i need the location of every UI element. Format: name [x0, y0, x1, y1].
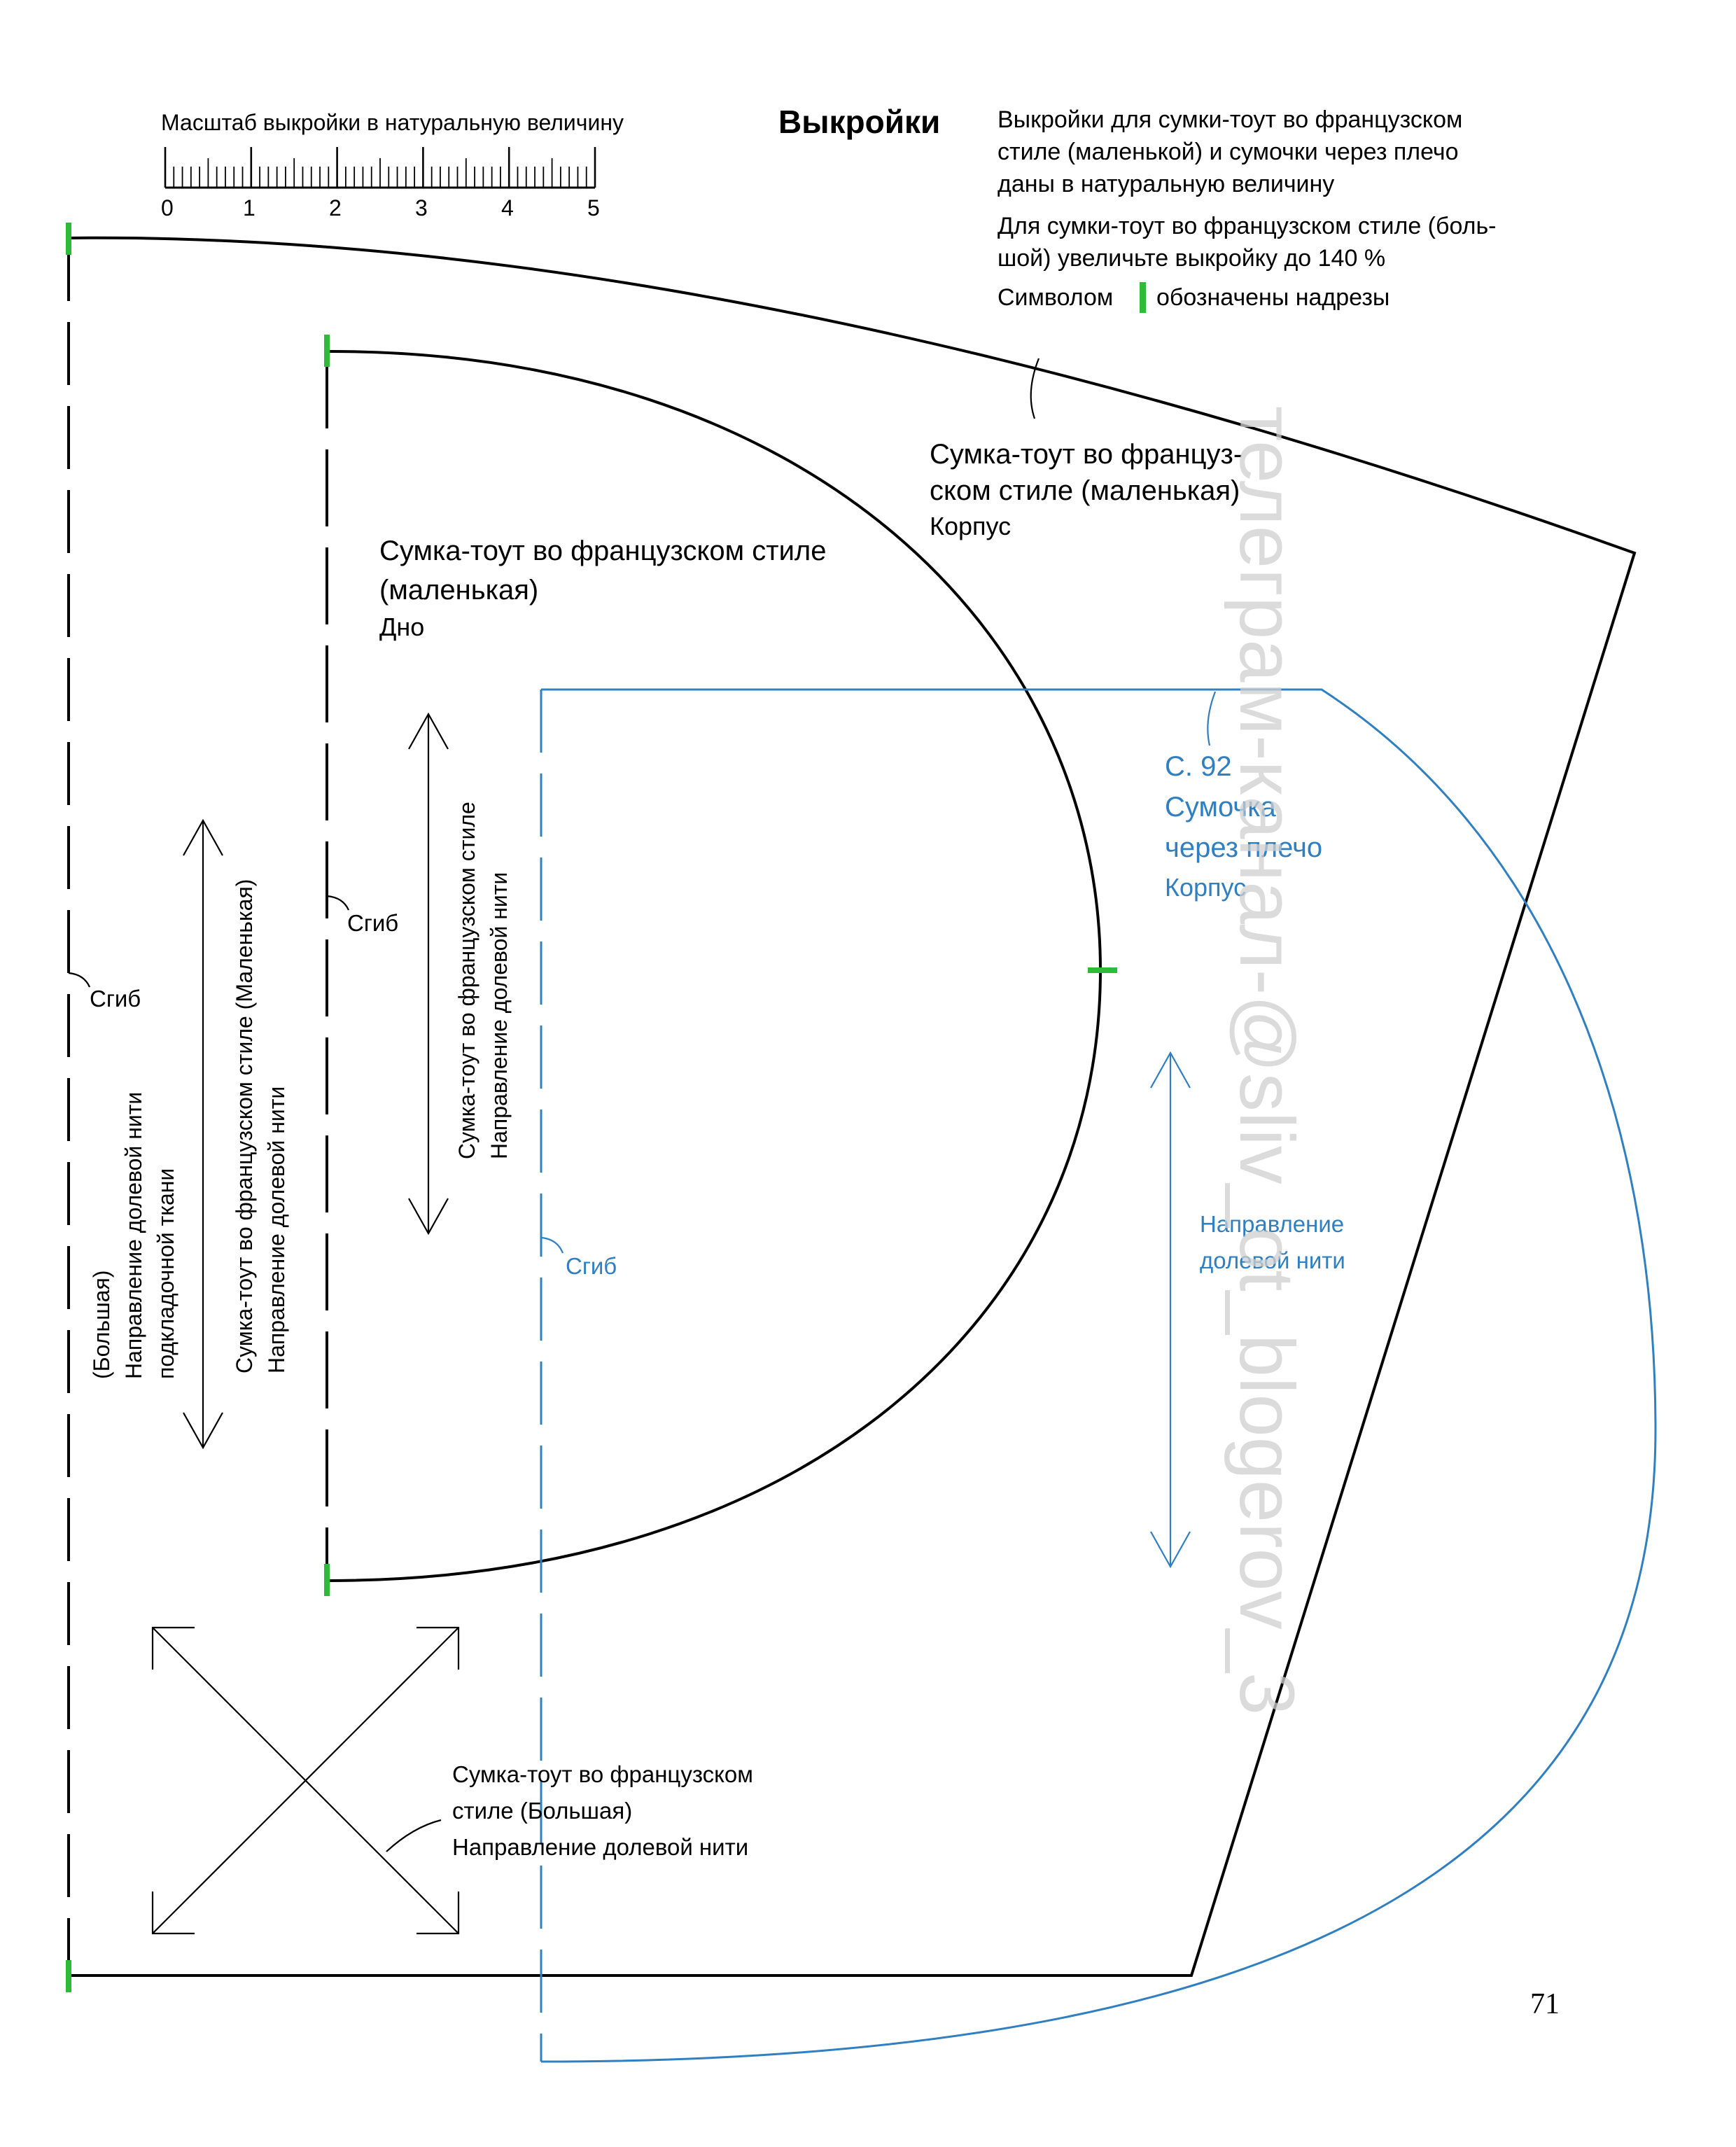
- leader-blue-body: [1207, 691, 1217, 746]
- blue-part: Корпус: [1165, 873, 1246, 902]
- blue-label-2: через плечо: [1165, 832, 1322, 863]
- diag-label-3: Направление долевой нити: [452, 1834, 748, 1860]
- fold-label-blue: Сгиб: [566, 1253, 617, 1279]
- page-number: 71: [1530, 1988, 1560, 2020]
- bottom-part: Дно: [379, 613, 424, 641]
- info-line-2: стиле (маленькой) и сумочки через плечо: [997, 139, 1459, 165]
- info-text: Выкройки для сумки-тоут во французском с…: [997, 106, 1497, 313]
- leader-fold-bottom: [326, 895, 350, 911]
- blue-page-ref: С. 92: [1165, 751, 1232, 782]
- fold-label-outer: Сгиб: [90, 986, 141, 1012]
- grain-arrow-diagonal: [151, 1626, 460, 1935]
- small-body-label-1: Сумка-тоут во француз-: [930, 439, 1242, 470]
- small-body-outline: [68, 236, 1637, 1977]
- scale-tick-1: 1: [243, 195, 255, 221]
- leader-fold-blue: [540, 1236, 564, 1254]
- notches: [66, 223, 1117, 1992]
- scale-title: Масштаб выкройки в натуральную величину: [161, 110, 624, 135]
- diag-label-1: Сумка-тоут во французском: [452, 1761, 753, 1787]
- vert-small-1: Сумка-тоут во французском стиле (Маленьк…: [232, 879, 257, 1373]
- vert-large-2: Направление долевой нити: [121, 1092, 146, 1379]
- ruler-ticks: [164, 147, 596, 188]
- leader-diagonal: [386, 1819, 442, 1852]
- scale-ruler: Масштаб выкройки в натуральную величину …: [161, 110, 624, 221]
- leader-fold-outer: [68, 972, 91, 988]
- legend-before: Символом: [997, 284, 1113, 311]
- leader-small-body: [1030, 358, 1040, 419]
- page-title: Выкройки: [778, 104, 940, 140]
- small-body-label-2: ском стиле (маленькая): [930, 475, 1240, 506]
- scale-tick-4: 4: [501, 195, 514, 221]
- info-line-5: шой) увеличьте выкройку до 140 %: [997, 245, 1385, 272]
- vert-bottom-1: Сумка-тоут во французском стиле: [454, 802, 479, 1159]
- vert-bottom-2: Направление долевой нити: [486, 872, 512, 1159]
- info-line-1: Выкройки для сумки-тоут во французском: [997, 106, 1462, 133]
- info-line-3: даны в натуральную величину: [997, 171, 1334, 197]
- blue-label-1: Сумочка: [1165, 792, 1277, 823]
- grain-arrow-large: [183, 818, 223, 1450]
- scale-tick-5: 5: [587, 195, 600, 221]
- bottom-label-2: (маленькая): [379, 575, 538, 606]
- fold-label-bottom: Сгиб: [347, 910, 398, 936]
- scale-tick-3: 3: [415, 195, 428, 221]
- vert-large-3: подкладочной ткани: [153, 1168, 178, 1379]
- info-line-4: Для сумки-тоут во французском стиле (бол…: [997, 213, 1497, 239]
- bottom-label-1: Сумка-тоут во французском стиле: [379, 536, 827, 566]
- scale-tick-2: 2: [329, 195, 342, 221]
- shoulder-bag-outline: [540, 688, 1657, 2063]
- diag-label-2: стиле (Большая): [452, 1798, 632, 1824]
- blue-grain-label-1: Направление: [1200, 1211, 1344, 1237]
- vert-small-2: Направление долевой нити: [264, 1086, 289, 1373]
- blue-grain-label-2: долевой нити: [1200, 1247, 1345, 1273]
- vert-large-1: (Большая): [89, 1270, 114, 1379]
- watermark: телеграм-канал-@sliv_ot_blogerov_3: [1224, 406, 1310, 1715]
- small-body-part: Корпус: [930, 512, 1011, 540]
- grain-arrow-blue: [1150, 1051, 1191, 1569]
- scale-tick-0: 0: [161, 195, 174, 221]
- legend-after: обозначены надрезы: [1156, 284, 1390, 311]
- grain-arrow-bottom: [408, 712, 449, 1236]
- notch-symbol: [1140, 282, 1146, 313]
